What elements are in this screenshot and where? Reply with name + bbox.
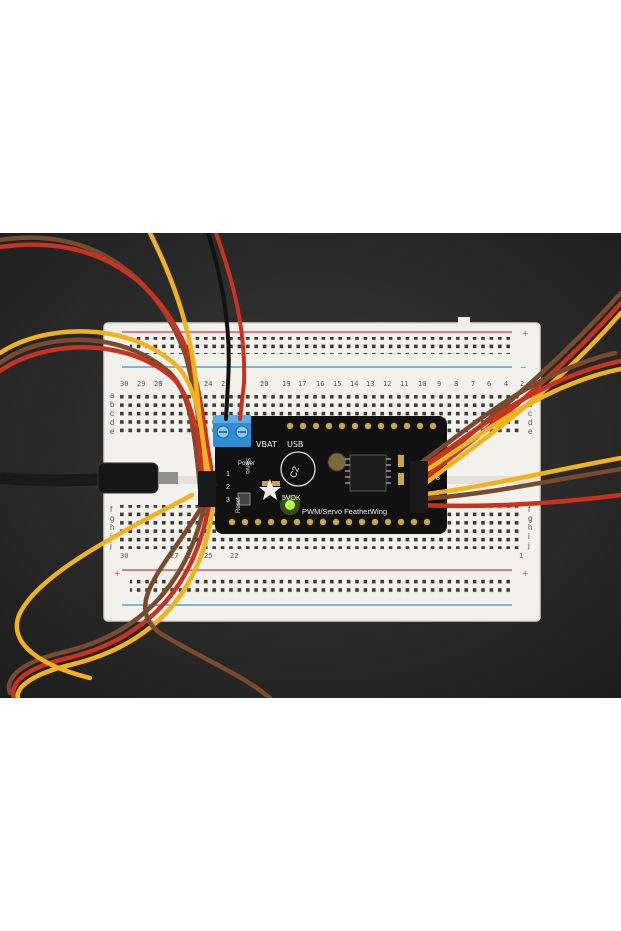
- svg-text:20: 20: [260, 380, 268, 388]
- row-letter: j: [109, 541, 112, 550]
- svg-text:17: 17: [298, 380, 306, 388]
- logo-star: [259, 479, 281, 500]
- svg-text:28: 28: [154, 380, 162, 388]
- row-letter: d: [110, 418, 114, 427]
- row-letter: h: [528, 523, 532, 532]
- row-letter: d: [528, 418, 532, 427]
- reset-button: [237, 492, 251, 506]
- row-letter: c: [528, 409, 532, 418]
- row-letter: g: [528, 514, 532, 523]
- header-pins-top: [286, 422, 437, 430]
- svg-text:16: 16: [316, 380, 324, 388]
- svg-text:4: 4: [504, 380, 508, 388]
- svg-text:6: 6: [487, 380, 491, 388]
- svg-text:10: 10: [418, 380, 426, 388]
- svg-text:7: 7: [471, 380, 475, 388]
- pwm-chip: [349, 454, 387, 492]
- svg-text:23: 23: [221, 380, 229, 388]
- row-letter: j: [527, 541, 530, 550]
- row-letter: f: [528, 505, 531, 514]
- svg-text:30: 30: [120, 552, 128, 560]
- row-letter: e: [110, 427, 115, 436]
- featherwing-board: VBAT USB Servo Power C2 Reset 5VOK PWM/S…: [215, 416, 447, 534]
- svg-text:25: 25: [204, 552, 212, 560]
- label-c2: C2: [288, 465, 301, 479]
- screw-terminal: [213, 415, 251, 447]
- row-letter: b: [110, 400, 115, 409]
- svg-text:1: 1: [519, 552, 523, 560]
- svg-text:9: 9: [437, 380, 441, 388]
- port-number-2: 2: [226, 484, 230, 491]
- svg-text:22: 22: [230, 552, 238, 560]
- top-rail-holes: [130, 337, 510, 354]
- rail-plus-label-top: +: [522, 328, 528, 340]
- row-letter: f: [110, 505, 113, 514]
- servo-connectors-right: [410, 461, 428, 513]
- svg-text:24: 24: [204, 380, 212, 388]
- label-vbat: VBAT: [256, 440, 277, 449]
- label-title: PWM/Servo FeatherWing: [302, 507, 387, 516]
- rail-plus-label-bottom-right: +: [522, 568, 528, 580]
- label-reset: Reset: [236, 497, 242, 513]
- svg-text:11: 11: [400, 380, 408, 388]
- column-numbers-bottom: 30 27 26 25 22 1: [120, 552, 523, 560]
- label-usb: USB: [287, 440, 303, 449]
- chip-pins: [345, 458, 391, 484]
- svg-text:13: 13: [366, 380, 374, 388]
- svg-text:2: 2: [520, 380, 524, 388]
- bottom-rail-holes: [130, 576, 510, 593]
- svg-text:29: 29: [137, 380, 145, 388]
- svg-text:12: 12: [383, 380, 391, 388]
- rail-plus-label-bottom: +: [114, 568, 120, 580]
- rail-minus-label-top: −: [520, 362, 526, 374]
- servo-connectors-left: [198, 471, 216, 507]
- capacitor-c2: [280, 451, 316, 487]
- header-pins-bottom: [228, 518, 431, 526]
- port-number-1: 1: [226, 471, 230, 478]
- port-number-3: 3: [226, 497, 230, 504]
- label-5vok: 5VOK: [282, 495, 301, 502]
- row-letter: i: [528, 532, 530, 541]
- svg-text:14: 14: [350, 380, 358, 388]
- svg-text:15: 15: [333, 380, 341, 388]
- row-letter: h: [110, 523, 114, 532]
- right-servo-wires: [415, 290, 621, 509]
- left-servo-wires: [0, 233, 273, 698]
- usb-cable: [0, 462, 178, 494]
- port-number-8: 8: [436, 475, 440, 482]
- svg-text:8: 8: [454, 380, 458, 388]
- row-letter: g: [110, 514, 114, 523]
- svg-text:19: 19: [282, 380, 290, 388]
- power-led: [285, 500, 295, 510]
- svg-text:26: 26: [187, 552, 195, 560]
- label-servo: Servo: [244, 458, 250, 474]
- row-letter: c: [110, 409, 114, 418]
- power-wires: [206, 233, 247, 421]
- row-letter: a: [110, 391, 115, 400]
- svg-text:30: 30: [120, 380, 128, 388]
- row-letter: e: [528, 427, 533, 436]
- label-power: Power: [238, 461, 255, 467]
- svg-text:27: 27: [170, 552, 178, 560]
